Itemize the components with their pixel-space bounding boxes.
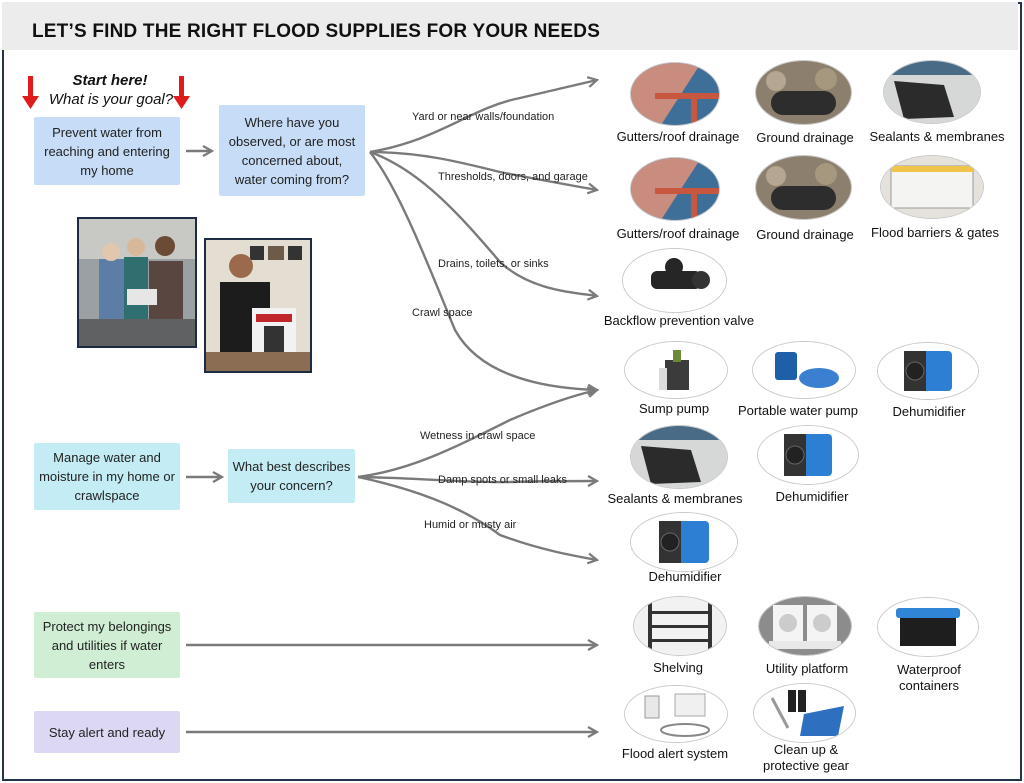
red-down-arrow-icon [22, 76, 39, 109]
man-holding-sump-pump-box-photo [204, 238, 312, 373]
goal-protect-belongings[interactable]: Protect my belongings and utilities if w… [34, 612, 180, 678]
product-dehumidifier-label-3: Dehumidifier [648, 569, 722, 584]
cleanup-gear-image [753, 683, 856, 743]
red-down-arrow-icon [173, 76, 190, 109]
connector-thresholds [369, 150, 597, 190]
sealants-image [883, 60, 981, 124]
product-ground-label: Ground drainage [756, 130, 854, 145]
people-reading-flyer-photo [77, 217, 197, 348]
connector-crawl [369, 151, 597, 390]
product-sealants-label: Sealants & membranes [869, 129, 1005, 144]
question-describe-concern[interactable]: What best describes your concern? [228, 449, 355, 503]
waterproof-container-image [877, 597, 979, 657]
product-gutters-label-2: Gutters/roof drainage [616, 226, 740, 241]
man-photo-art [206, 240, 310, 371]
product-shelving-label: Shelving [653, 660, 703, 675]
flood-alert-image [624, 685, 728, 743]
goal-question-label: What is your goal? [48, 91, 174, 108]
product-gutters-label: Gutters/roof drainage [616, 129, 740, 144]
product-cleanup-label-1: Clean up & [773, 742, 839, 757]
branch-damp-label: Damp spots or small leaks [438, 474, 567, 486]
goal-manage-moisture[interactable]: Manage water and moisture in my home or … [34, 443, 180, 510]
goal-stay-alert[interactable]: Stay alert and ready [34, 711, 180, 753]
header-bar: LET’S FIND THE RIGHT FLOOD SUPPLIES FOR … [2, 2, 1018, 50]
product-ground-label-2: Ground drainage [756, 227, 854, 242]
branch-wetness-label: Wetness in crawl space [420, 430, 536, 442]
goal-prevent-water[interactable]: Prevent water from reaching and entering… [34, 117, 180, 185]
gutters-image-2 [630, 157, 720, 221]
connector-wetness [357, 390, 597, 479]
product-alert-label: Flood alert system [621, 746, 729, 761]
start-here-label: Start here! [72, 72, 148, 89]
branch-thresholds-label: Thresholds, doors, and garage [438, 171, 588, 183]
branch-yard-label: Yard or near walls/foundation [412, 111, 555, 123]
product-platform-label: Utility platform [765, 661, 849, 676]
ground-drainage-image [755, 60, 852, 125]
backflow-valve-image [622, 248, 727, 313]
page-title: LET’S FIND THE RIGHT FLOOD SUPPLIES FOR … [32, 21, 601, 42]
branch-drains-label: Drains, toilets, or sinks [438, 258, 549, 270]
portable-pump-image [752, 341, 856, 399]
product-sump-label: Sump pump [638, 401, 710, 416]
connector-drains [369, 150, 597, 296]
product-containers-label-2: containers [899, 678, 959, 693]
sump-pump-image [624, 341, 728, 399]
product-dehumidifier-label: Dehumidifier [892, 404, 966, 419]
gutters-image [630, 62, 720, 126]
connector-damp [357, 477, 597, 482]
utility-platform-image [758, 596, 852, 656]
sealants-image-2 [630, 425, 728, 489]
connector-yard [369, 80, 597, 154]
product-dehumidifier-label-2: Dehumidifier [775, 489, 849, 504]
connector-humid [357, 475, 597, 560]
product-containers-label-1: Waterproof [897, 662, 961, 677]
branch-humid-label: Humid or musty air [424, 519, 517, 531]
dehumidifier-image-3 [630, 512, 738, 572]
product-portable-label: Portable water pump [738, 403, 858, 418]
question-water-source[interactable]: Where have you observed, or are most con… [219, 105, 365, 196]
branch-crawl-label: Crawl space [412, 307, 473, 319]
product-sealants-label-2: Sealants & membranes [607, 491, 743, 506]
product-cleanup-label-2: protective gear [763, 758, 849, 773]
dehumidifier-image-2 [757, 425, 859, 485]
flood-barrier-image [880, 155, 984, 219]
shelving-image [633, 596, 727, 656]
people-photo-art [79, 219, 195, 346]
dehumidifier-image [877, 342, 979, 400]
product-barriers-label: Flood barriers & gates [871, 225, 999, 240]
ground-drainage-image-2 [755, 155, 852, 220]
product-backflow-label: Backflow prevention valve [603, 313, 755, 328]
